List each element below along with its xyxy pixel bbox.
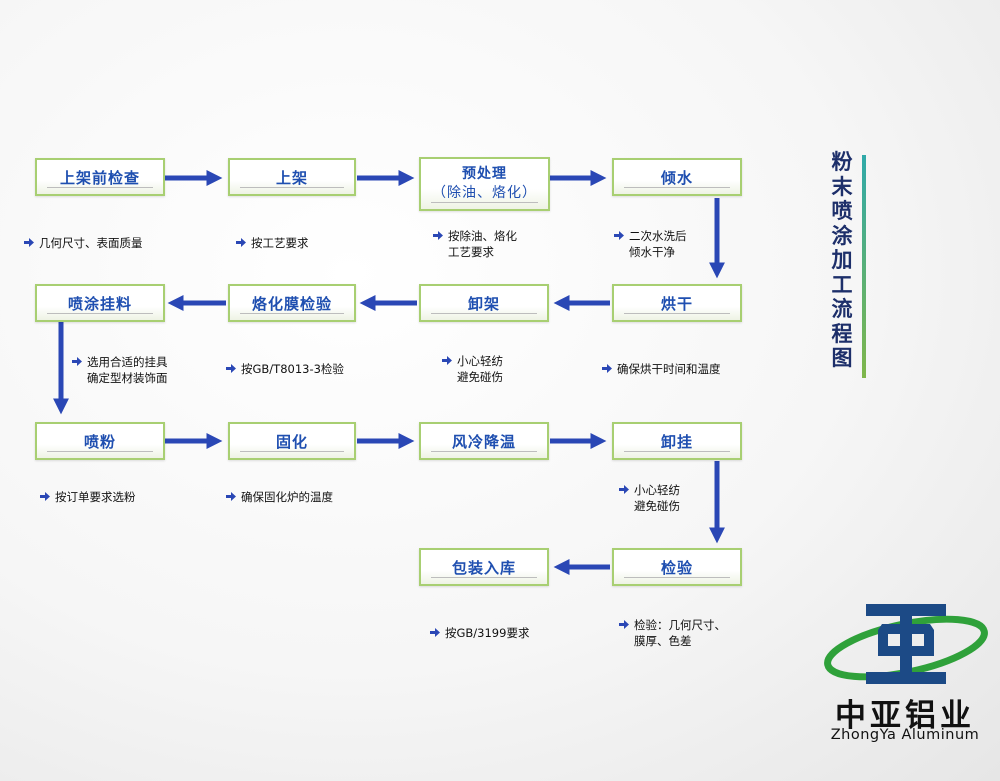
- step-label: 烘干: [660, 294, 693, 313]
- step-label: 上架: [275, 168, 308, 187]
- note-text: 选用合适的挂具 确定型材装饰面: [87, 355, 168, 385]
- step-label: 烙化膜检验: [251, 294, 332, 313]
- note-text: 按GB/T8013-3检验: [241, 362, 344, 376]
- arrow-bullet-icon: [236, 238, 246, 247]
- step-drain: 倾水: [612, 158, 742, 196]
- step-label: 包装入库: [451, 558, 516, 577]
- note-text: 小心轻纺 避免碰伤: [634, 483, 680, 513]
- note-text: 按GB/3199要求: [445, 626, 530, 640]
- note-packing-storage: 按GB/3199要求: [430, 625, 529, 641]
- note-text: 按工艺要求: [251, 236, 309, 250]
- step-label: 喷粉: [83, 432, 116, 451]
- step-label: 检验: [660, 558, 693, 577]
- step-label: 固化: [275, 432, 308, 451]
- note-text: 按订单要求选粉: [55, 490, 136, 504]
- step-packing-storage: 包装入库: [419, 548, 549, 586]
- note-pretreatment: 按除油、烙化 工艺要求: [433, 228, 517, 260]
- arrow-bullet-icon: [442, 356, 452, 365]
- step-air-cooling: 风冷降温: [419, 422, 549, 460]
- step-pretreatment: 预处理 （除油、烙化）: [419, 157, 550, 211]
- note-text: 检验：几何尺寸、 膜厚、色差: [634, 618, 726, 648]
- step-unhang: 卸挂: [612, 422, 742, 460]
- step-chromate-film-inspection: 烙化膜检验: [228, 284, 356, 322]
- note-hang-parts: 选用合适的挂具 确定型材装饰面: [72, 354, 168, 386]
- arrow-bullet-icon: [619, 620, 629, 629]
- page-title: 粉末喷涂加工流程图: [831, 150, 853, 370]
- note-text: 小心轻纺 避免碰伤: [457, 354, 503, 384]
- step-label: 风冷降温: [451, 432, 516, 451]
- note-drain: 二次水洗后 倾水干净: [614, 228, 687, 260]
- title-accent-bar: [862, 155, 866, 378]
- note-racking: 按工艺要求: [236, 235, 309, 251]
- step-hang-parts: 喷涂挂料: [35, 284, 165, 322]
- step-label: 倾水: [660, 168, 693, 187]
- arrow-bullet-icon: [602, 364, 612, 373]
- arrow-bullet-icon: [226, 492, 236, 501]
- note-drying: 确保烘干时间和温度: [602, 361, 721, 377]
- arrow-bullet-icon: [619, 485, 629, 494]
- step-sublabel: （除油、烙化）: [432, 185, 537, 201]
- note-final-inspection: 检验：几何尺寸、 膜厚、色差: [619, 617, 726, 649]
- step-drying: 烘干: [612, 284, 742, 322]
- arrow-bullet-icon: [226, 364, 236, 373]
- step-unracking: 卸架: [419, 284, 549, 322]
- step-label: 上架前检查: [59, 168, 140, 187]
- arrow-bullet-icon: [433, 231, 443, 240]
- arrow-bullet-icon: [430, 628, 440, 637]
- brand-name-en: ZhongYa Aluminum: [830, 727, 980, 743]
- note-text: 确保烘干时间和温度: [617, 362, 721, 376]
- brand-name-cn: 中亚铝业: [835, 698, 975, 734]
- arrow-bullet-icon: [40, 492, 50, 501]
- step-label: 卸挂: [660, 432, 693, 451]
- note-curing: 确保固化炉的温度: [226, 489, 333, 505]
- step-final-inspection: 检验: [612, 548, 742, 586]
- note-powder-spraying: 按订单要求选粉: [40, 489, 136, 505]
- note-chromate-film-inspection: 按GB/T8013-3检验: [226, 361, 344, 377]
- note-pre-rack-inspection: 几何尺寸、表面质量: [24, 235, 143, 251]
- step-label: 卸架: [467, 294, 500, 313]
- note-text: 二次水洗后 倾水干净: [629, 229, 687, 259]
- note-text: 按除油、烙化 工艺要求: [448, 229, 517, 259]
- step-label: 预处理: [462, 166, 507, 182]
- note-text: 几何尺寸、表面质量: [39, 236, 143, 250]
- step-label: 喷涂挂料: [67, 294, 132, 313]
- step-pre-rack-inspection: 上架前检查: [35, 158, 165, 196]
- step-curing: 固化: [228, 422, 356, 460]
- note-text: 确保固化炉的温度: [241, 490, 333, 504]
- step-racking: 上架: [228, 158, 356, 196]
- zhongya-logo-icon: [824, 604, 988, 684]
- arrow-bullet-icon: [614, 231, 624, 240]
- arrow-bullet-icon: [72, 357, 82, 366]
- arrow-bullet-icon: [24, 238, 34, 247]
- step-powder-spraying: 喷粉: [35, 422, 165, 460]
- note-unhang: 小心轻纺 避免碰伤: [619, 482, 680, 514]
- note-unracking: 小心轻纺 避免碰伤: [442, 353, 503, 385]
